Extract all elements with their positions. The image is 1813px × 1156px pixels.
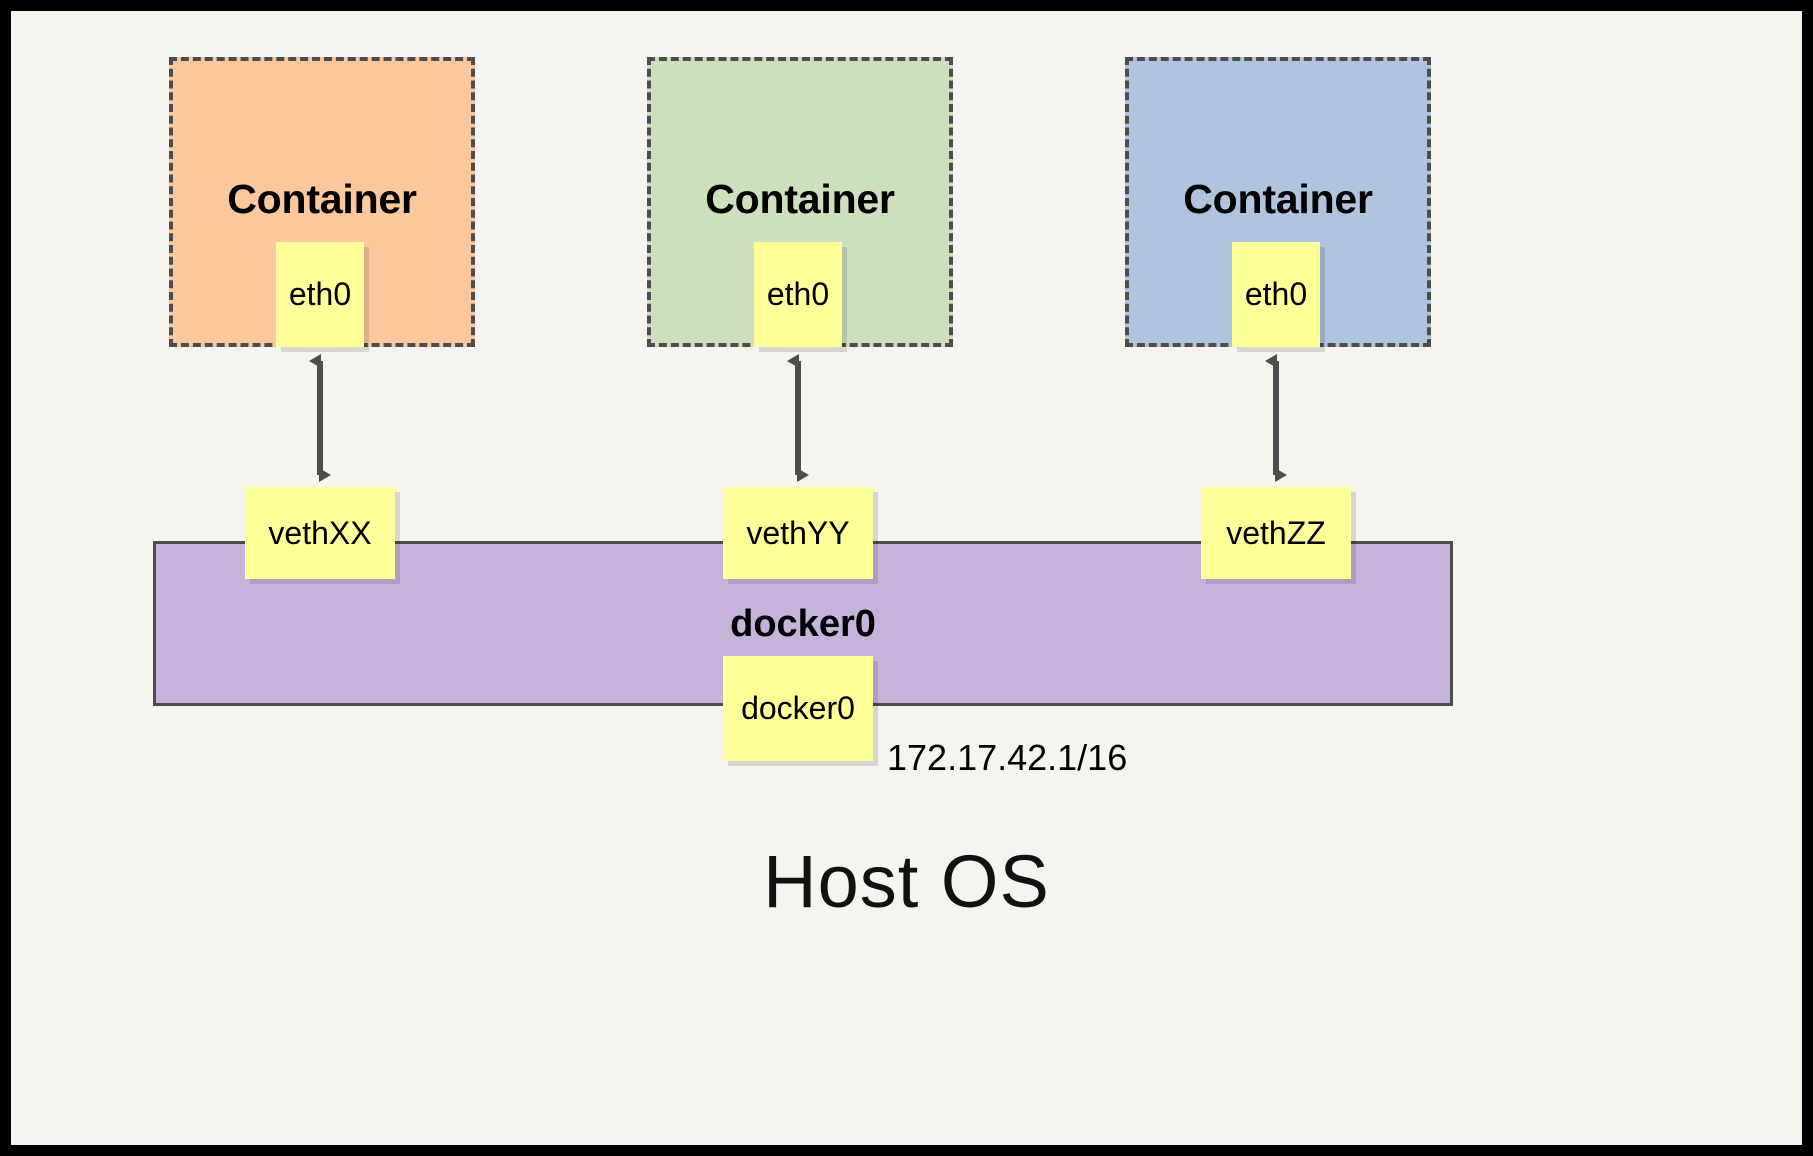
docker0-bridge-label: docker0 <box>730 603 876 645</box>
veth-link-arrow-2 <box>787 354 809 482</box>
veth-note-3: vethZZ <box>1201 487 1351 579</box>
container-title-3: Container <box>1183 176 1373 222</box>
eth0-note-1: eth0 <box>276 242 364 347</box>
veth-link-arrow-1 <box>309 354 331 482</box>
bridge-ip-label: 172.17.42.1/16 <box>887 737 1128 778</box>
veth-link-arrow-3 <box>1265 354 1287 482</box>
veth-note-2: vethYY <box>723 487 873 579</box>
container-title-1: Container <box>227 176 417 222</box>
container-title-2: Container <box>705 176 895 222</box>
eth0-note-3: eth0 <box>1232 242 1320 347</box>
host-os-label: Host OS <box>763 840 1050 923</box>
eth0-note-2: eth0 <box>754 242 842 347</box>
docker0-port-note: docker0 <box>723 656 873 761</box>
veth-note-1: vethXX <box>245 487 395 579</box>
